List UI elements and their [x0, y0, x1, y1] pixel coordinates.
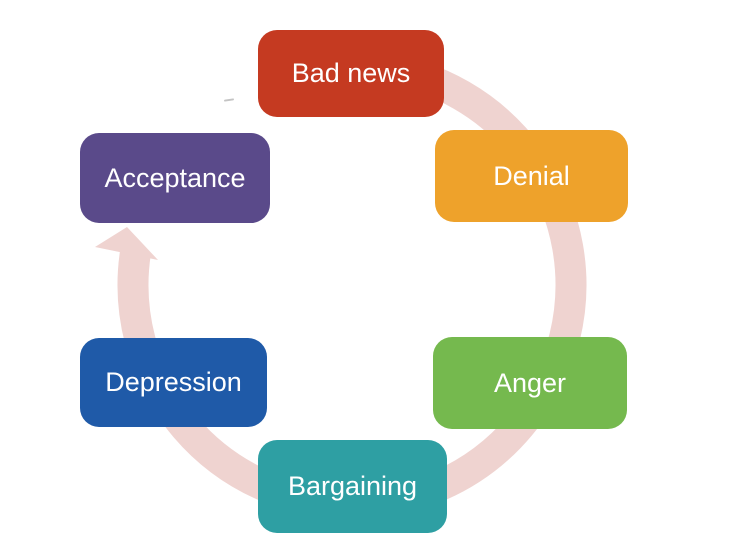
stage-box-anger: Anger	[433, 337, 627, 429]
stage-box-bad-news: Bad news	[258, 30, 444, 117]
stage-label-depression: Depression	[105, 367, 242, 397]
stage-box-bargaining: Bargaining	[258, 440, 447, 533]
stage-label-anger: Anger	[493, 367, 567, 398]
stage-label-denial: Denial	[493, 160, 570, 191]
stage-label-bargaining: Bargaining	[287, 471, 418, 501]
stage-box-denial: Denial	[435, 130, 628, 222]
cycle-arrow-head-icon	[95, 227, 158, 260]
stage-label-acceptance: Acceptance	[104, 162, 246, 193]
stage-box-depression: Depression	[80, 338, 267, 427]
stage-label-bad-news: Bad news	[291, 58, 411, 88]
stage-box-acceptance: Acceptance	[80, 133, 270, 223]
